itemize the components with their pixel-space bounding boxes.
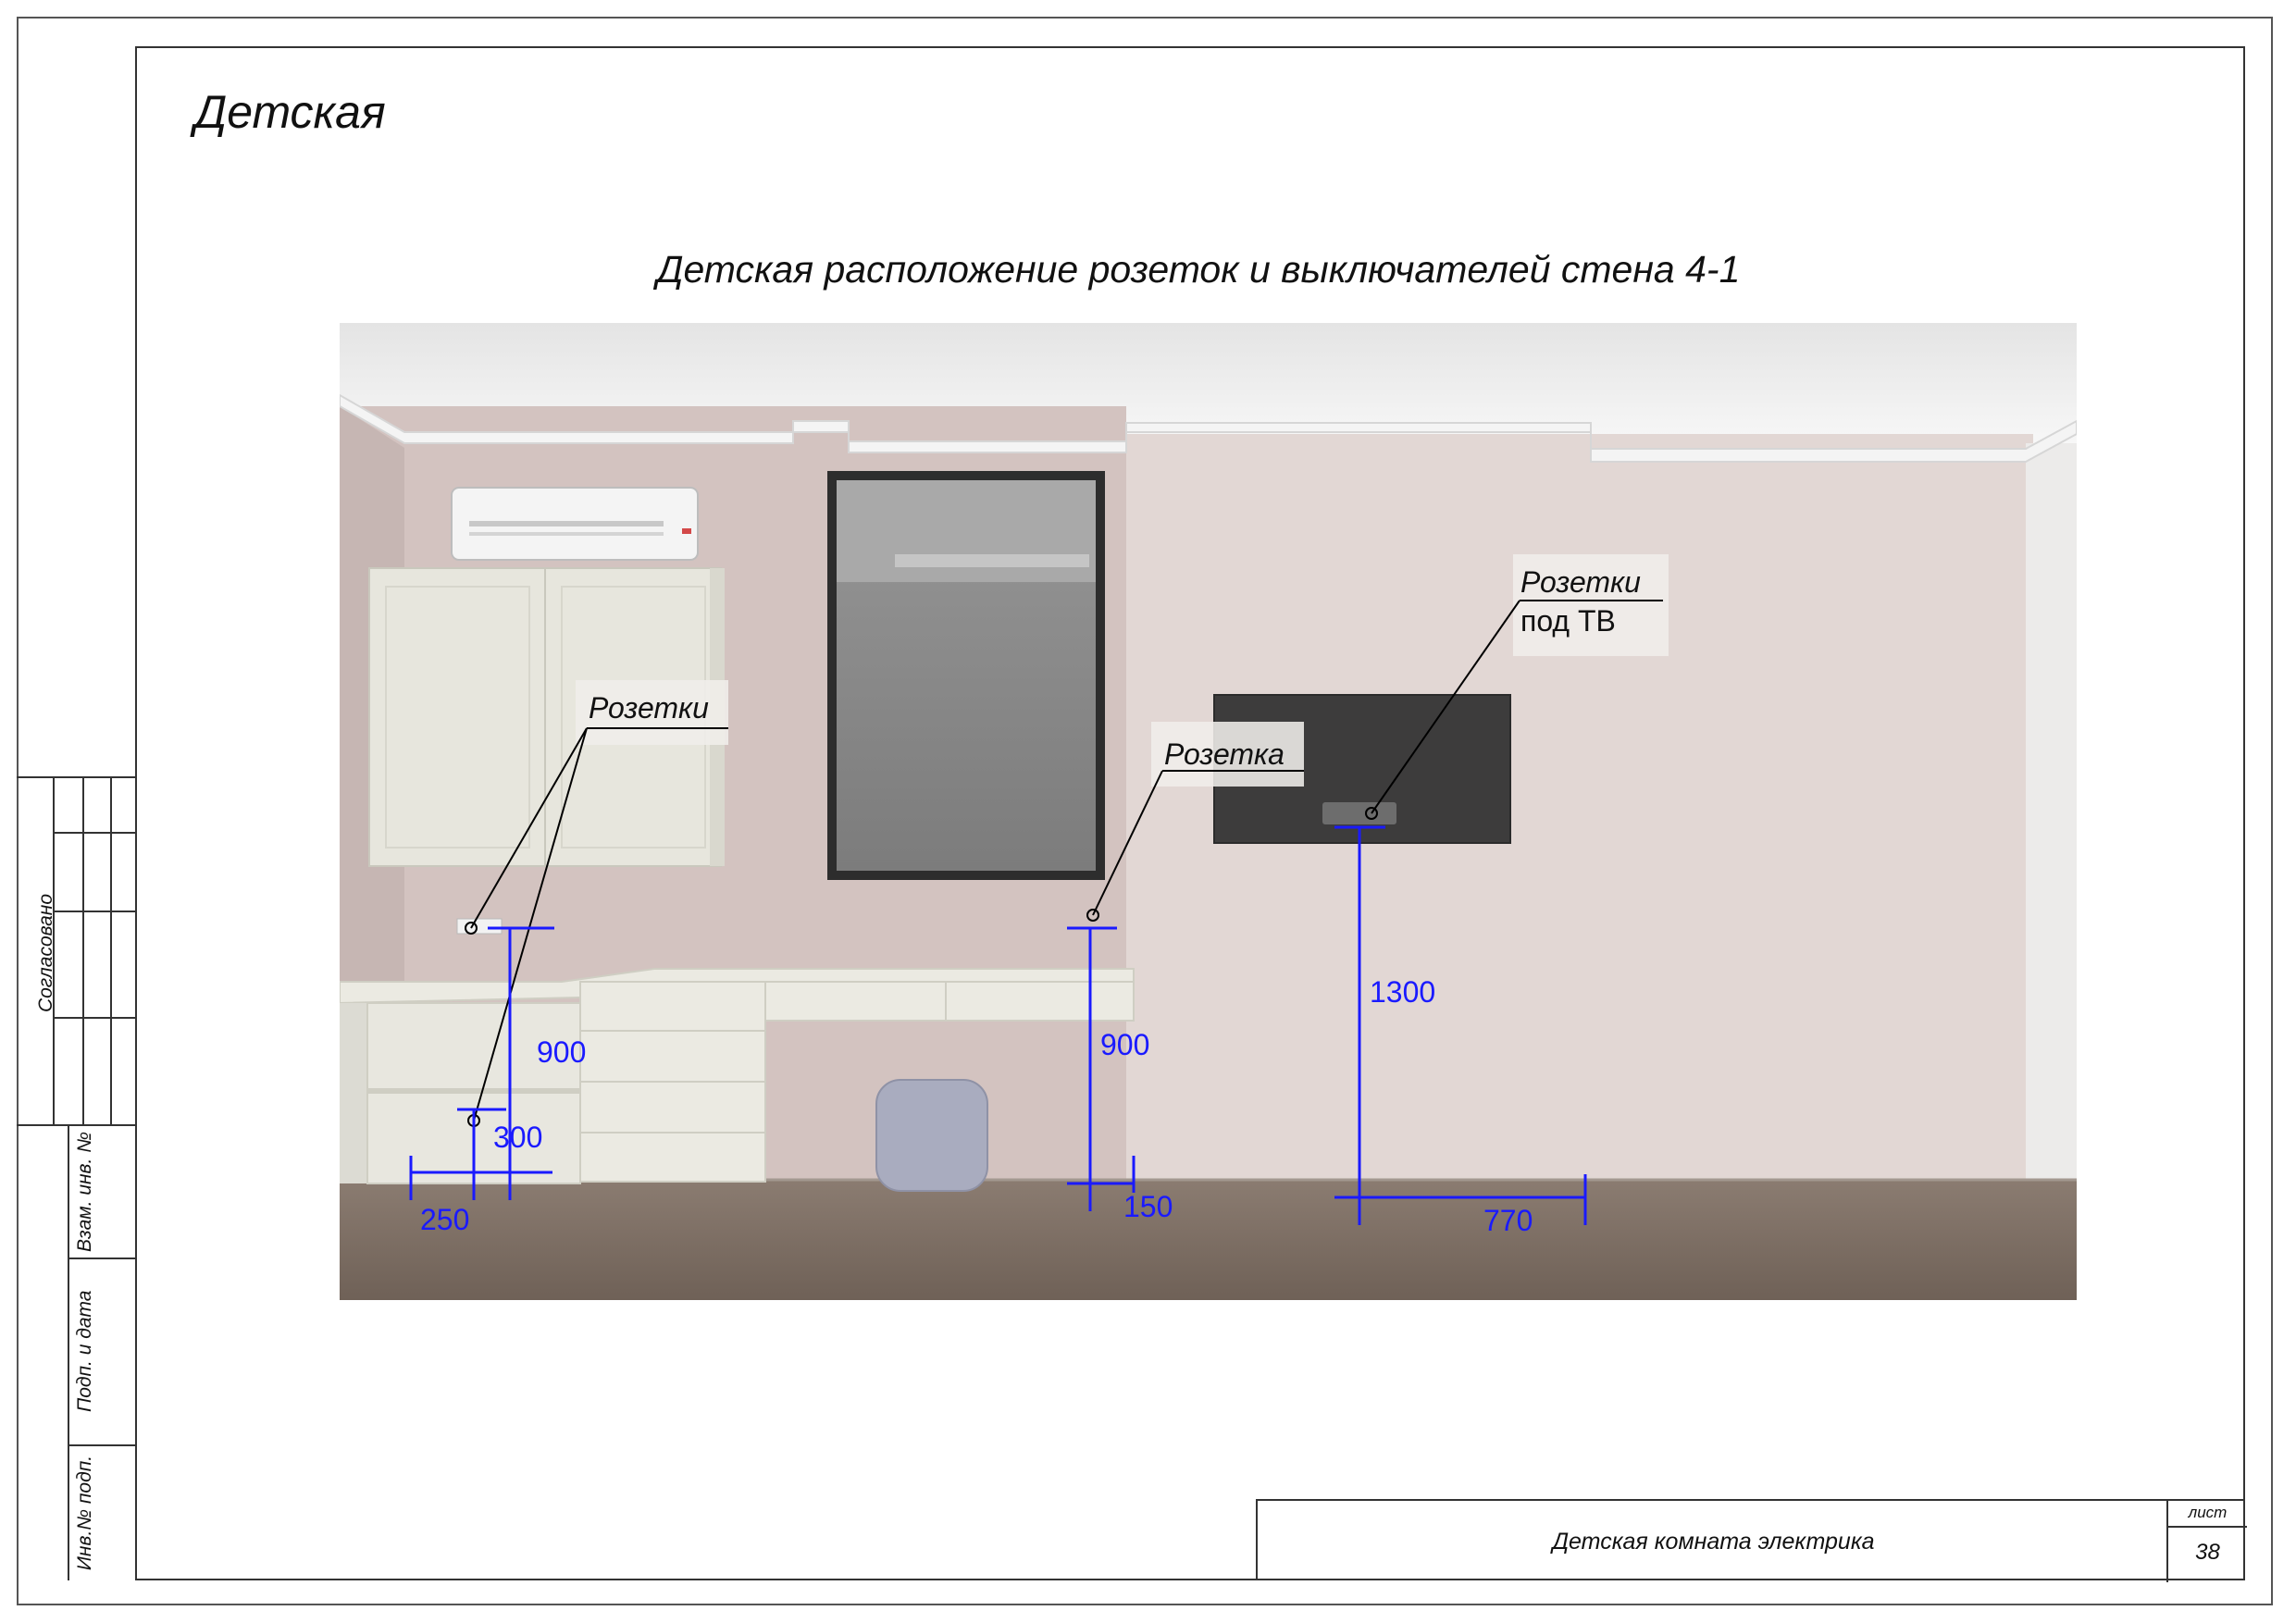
callout-sockets-tv	[1513, 554, 1669, 656]
stamp-inv-orig: Инв.№ подп.	[74, 1455, 95, 1571]
side-stamp-grid	[17, 776, 135, 1580]
side-stamp: Согласовано Взам. инв. № Подп. и дата Ин…	[0, 0, 139, 1623]
sheet-number: 38	[2195, 1540, 2220, 1565]
dim-tv-height: 1300	[1370, 975, 1436, 1009]
leader-lines	[470, 600, 1520, 1121]
callout-label-sockets-left: Розетки	[589, 691, 709, 725]
dim-mid-offset: 150	[1123, 1190, 1173, 1223]
dim-left-offset: 250	[420, 1203, 470, 1236]
sheet-outer-border	[17, 17, 2273, 1605]
dim-left-height-upper: 900	[537, 1035, 587, 1069]
stamp-replace-inv: Взам. инв. №	[74, 1132, 95, 1252]
callout-label-sockets-tv-line2: под ТВ	[1520, 604, 1616, 638]
air-conditioner	[451, 487, 699, 561]
callout-label-sockets-tv-line1: Розетки	[1520, 565, 1641, 599]
dim-tv-offset: 770	[1483, 1204, 1533, 1237]
pouf	[875, 1079, 988, 1192]
sheet-number-cell: лист 38	[2166, 1501, 2247, 1582]
desk	[340, 968, 1135, 1184]
page-heading: Детская	[194, 86, 386, 138]
sheet-label: лист	[2188, 1504, 2228, 1521]
wall-right-corner	[2026, 443, 2077, 1183]
sheet-inner-border	[135, 46, 2245, 1580]
stamp-agreed: Согласовано	[35, 893, 56, 1013]
dimension-lines	[409, 825, 1587, 1225]
stamp-sign-date: Подп. и дата	[74, 1290, 95, 1412]
title-block: Детская комната электрика лист 38	[1256, 1499, 2247, 1582]
title-block-title: Детская комната электрика	[1552, 1529, 1875, 1555]
dim-left-height-lower: 300	[493, 1121, 543, 1154]
callout-socket-mid	[1151, 722, 1304, 787]
crown-moulding	[340, 393, 2077, 463]
floor	[340, 1179, 2077, 1300]
dim-mid-height: 900	[1100, 1028, 1150, 1061]
socket-block-left	[456, 918, 503, 935]
wall-cabinet	[368, 567, 725, 867]
wall-elevation-svg	[340, 323, 2077, 1300]
mirror	[827, 471, 1105, 880]
callout-sockets-left	[576, 680, 728, 745]
sheet-separator	[2168, 1526, 2247, 1528]
wall-elevation-render: Розетки Розетка Розетки под ТВ 900 300 2…	[340, 323, 2077, 1300]
drawing-subtitle: Детская расположение розеток и выключате…	[656, 248, 1741, 291]
callout-label-socket-mid: Розетка	[1164, 737, 1285, 771]
